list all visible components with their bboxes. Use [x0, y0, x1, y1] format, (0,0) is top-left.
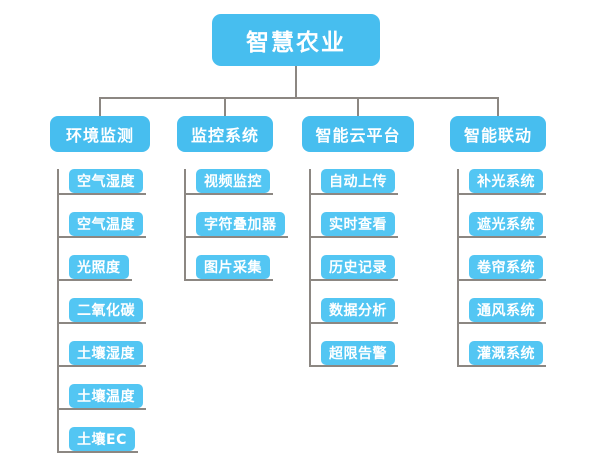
connector-horizontal-bar: [99, 97, 499, 99]
branch-node: 智能联动: [450, 116, 546, 152]
children-list: 补光系统 遮光系统 卷帘系统 通风系统 灌溉系统: [457, 169, 546, 367]
child-node: 实时查看: [321, 212, 395, 236]
child-node: 补光系统: [469, 169, 543, 193]
child-item: 视频监控: [186, 169, 273, 195]
child-item: 历史记录: [311, 255, 398, 281]
child-item: 土壤湿度: [59, 341, 146, 367]
child-node: 土壤EC: [69, 427, 135, 451]
child-item: 字符叠加器: [186, 212, 288, 238]
child-item: 超限告警: [311, 341, 398, 367]
child-node: 光照度: [69, 255, 129, 279]
child-node: 数据分析: [321, 298, 395, 322]
connector-root-stub: [295, 66, 297, 97]
branch-column-surveillance-system: 监控系统 视频监控 字符叠加器 图片采集: [177, 116, 288, 281]
child-node: 字符叠加器: [196, 212, 285, 236]
child-node: 卷帘系统: [469, 255, 543, 279]
child-item: 补光系统: [459, 169, 546, 195]
child-node: 视频监控: [196, 169, 270, 193]
child-item: 空气湿度: [59, 169, 146, 195]
child-node: 土壤湿度: [69, 341, 143, 365]
branch-column-environment-monitoring: 环境监测 空气湿度 空气温度 光照度 二氧化碳 土壤湿度 土壤温度 土壤EC: [50, 116, 150, 453]
child-node: 自动上传: [321, 169, 395, 193]
child-node: 空气温度: [69, 212, 143, 236]
child-node: 空气湿度: [69, 169, 143, 193]
connector-drop-branch-2: [224, 97, 226, 116]
connector-drop-branch-3: [357, 97, 359, 116]
branch-node: 环境监测: [50, 116, 150, 152]
child-item: 实时查看: [311, 212, 398, 238]
child-item: 卷帘系统: [459, 255, 546, 281]
child-item: 自动上传: [311, 169, 398, 195]
child-item: 图片采集: [186, 255, 273, 281]
child-item: 土壤温度: [59, 384, 146, 410]
child-item: 空气温度: [59, 212, 146, 238]
branch-column-smart-linkage: 智能联动 补光系统 遮光系统 卷帘系统 通风系统 灌溉系统: [450, 116, 546, 367]
child-node: 图片采集: [196, 255, 270, 279]
child-node: 土壤温度: [69, 384, 143, 408]
child-item: 灌溉系统: [459, 341, 546, 367]
child-item: 通风系统: [459, 298, 546, 324]
child-node: 二氧化碳: [69, 298, 143, 322]
branch-node: 监控系统: [177, 116, 273, 152]
root-node: 智慧农业: [212, 14, 380, 66]
child-node: 遮光系统: [469, 212, 543, 236]
branch-node: 智能云平台: [302, 116, 414, 152]
child-item: 二氧化碳: [59, 298, 146, 324]
children-list: 空气湿度 空气温度 光照度 二氧化碳 土壤湿度 土壤温度 土壤EC: [57, 169, 150, 453]
children-list: 自动上传 实时查看 历史记录 数据分析 超限告警: [309, 169, 414, 367]
child-item: 土壤EC: [59, 427, 138, 453]
branch-column-cloud-platform: 智能云平台 自动上传 实时查看 历史记录 数据分析 超限告警: [302, 116, 414, 367]
child-item: 光照度: [59, 255, 132, 281]
connector-drop-branch-4: [497, 97, 499, 116]
children-list: 视频监控 字符叠加器 图片采集: [184, 169, 288, 281]
child-node: 通风系统: [469, 298, 543, 322]
child-item: 遮光系统: [459, 212, 546, 238]
child-node: 历史记录: [321, 255, 395, 279]
child-item: 数据分析: [311, 298, 398, 324]
connector-drop-branch-1: [99, 97, 101, 116]
child-node: 超限告警: [321, 341, 395, 365]
child-node: 灌溉系统: [469, 341, 543, 365]
